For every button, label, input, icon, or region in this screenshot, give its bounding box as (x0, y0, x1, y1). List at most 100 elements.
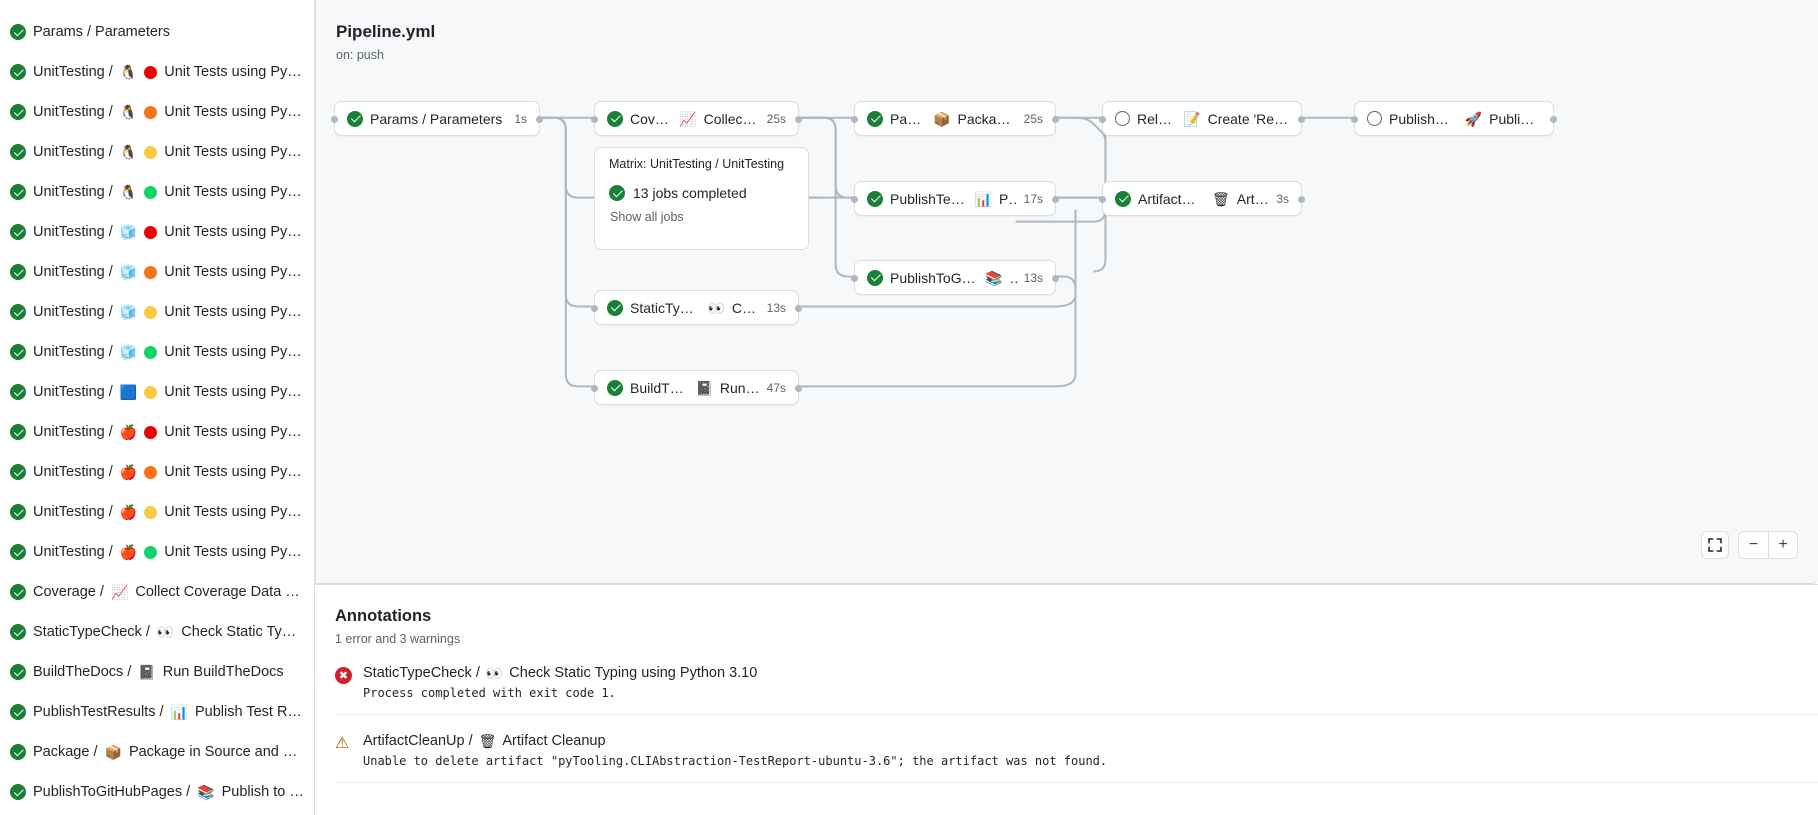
sidebar-item[interactable]: PublishToGitHubPages / 📚Publish to G... (0, 772, 314, 812)
success-check-icon (10, 544, 26, 560)
success-check-icon (609, 185, 625, 201)
node-step-name: Package in So... (957, 110, 1017, 127)
node-input-port (851, 196, 858, 203)
sidebar-item[interactable]: Params / Parameters (0, 12, 314, 52)
sidebar-item-label: UnitTesting / (33, 384, 113, 400)
trigger-event: on: push (336, 48, 384, 62)
sidebar-item[interactable]: UnitTesting / 🐧Unit Tests using Pyth... (0, 52, 314, 92)
python-version-dot-icon (144, 145, 158, 159)
node-output-port (1052, 196, 1059, 203)
sidebar-item-name: Unit Tests using Pyth... (164, 144, 304, 160)
graph-zoom-controls[interactable]: − + (1701, 531, 1798, 559)
fit-to-screen-button[interactable] (1701, 531, 1729, 559)
node-duration: 25s (766, 111, 786, 126)
success-check-icon (10, 784, 26, 800)
annotations-list: ✖StaticTypeCheck / 👀Check Static Typing … (335, 646, 1818, 783)
graph-node-publish-test-results[interactable]: PublishTestResults / 📊Pu...17s (851, 181, 1059, 216)
sidebar-item-label: UnitTesting / (33, 104, 113, 120)
platform-emoji-icon: 🐧 (119, 184, 138, 200)
node-input-port (591, 305, 598, 312)
annotations-title: Annotations (335, 607, 432, 625)
matrix-group-unittesting[interactable]: Matrix: UnitTesting / UnitTesting 13 job… (594, 147, 809, 250)
success-check-icon (10, 504, 26, 520)
sidebar-item[interactable]: UnitTesting / 🧊Unit Tests using Pyth... (0, 212, 314, 252)
sidebar-item[interactable]: Package / 📦Package in Source and Wh... (0, 732, 314, 772)
success-check-icon (607, 379, 623, 396)
node-step-name: Publish to ... (1489, 110, 1541, 127)
node-duration: 3s (1276, 191, 1289, 206)
graph-node-coverage[interactable]: Coverage / 📈Collect Cove...25s (591, 101, 802, 136)
success-check-icon (1115, 190, 1131, 207)
success-check-icon (867, 190, 883, 207)
sidebar-item[interactable]: UnitTesting / 🐧Unit Tests using Pyth... (0, 132, 314, 172)
zoom-in-button[interactable]: + (1768, 531, 1798, 559)
sidebar-item[interactable]: UnitTesting / 🐧Unit Tests using Pyth... (0, 172, 314, 212)
sidebar-item-name: Unit Tests using Pyth... (164, 464, 304, 480)
zoom-buttons[interactable]: − + (1738, 531, 1798, 559)
node-output-port (795, 116, 802, 123)
sidebar-item[interactable]: UnitTesting / 🟦Unit Tests using Pyth... (0, 372, 314, 412)
sidebar-item-name: Unit Tests using Pyth... (164, 384, 304, 400)
sidebar-item[interactable]: BuildTheDocs / 📓Run BuildTheDocs (0, 652, 314, 692)
sidebar-item[interactable]: UnitTesting / 🧊Unit Tests using Pyth... (0, 292, 314, 332)
node-duration: 47s (766, 380, 786, 395)
node-label: Package / (890, 110, 926, 127)
node-emoji-icon: 📦 (933, 110, 951, 127)
graph-node-publish-to-github-pages[interactable]: PublishToGitHubPages / 📚...13s (851, 260, 1059, 295)
sidebar-item[interactable]: PublishTestResults / 📊Publish Test Resu.… (0, 692, 314, 732)
sidebar-item[interactable]: UnitTesting / 🍎Unit Tests using Pyth... (0, 492, 314, 532)
sidebar-item[interactable]: Coverage / 📈Collect Coverage Data usi... (0, 572, 314, 612)
sidebar-item[interactable]: UnitTesting / 🐧Unit Tests using Pyth... (0, 92, 314, 132)
platform-emoji-icon: 🧊 (119, 264, 138, 280)
node-input-port (1351, 116, 1358, 123)
sidebar-item[interactable]: UnitTesting / 🍎Unit Tests using Pyth... (0, 412, 314, 452)
node-emoji-icon: 👀 (707, 299, 725, 316)
node-duration: 17s (1023, 191, 1043, 206)
platform-emoji-icon: 🍎 (119, 544, 138, 560)
sidebar-item[interactable]: UnitTesting / 🧊Unit Tests using Pyth... (0, 332, 314, 372)
annotation-row[interactable]: ✖StaticTypeCheck / 👀Check Static Typing … (335, 646, 1818, 715)
node-step-name: Run Buil... (719, 379, 760, 396)
graph-node-build-the-docs[interactable]: BuildTheDocs / 📓Run Buil...47s (591, 370, 802, 405)
node-step-name: ... (1009, 269, 1017, 286)
sidebar-item-name: Unit Tests using Pyth... (164, 224, 304, 240)
annotation-job-name: StaticTypeCheck / (363, 665, 480, 681)
node-step-name: Pu... (998, 190, 1017, 207)
python-version-dot-icon (144, 105, 158, 119)
node-emoji-icon: 🗑 (1212, 190, 1230, 207)
sidebar-item-label: UnitTesting / (33, 464, 113, 480)
zoom-out-button[interactable]: − (1738, 531, 1768, 559)
sidebar-item[interactable]: StaticTypeCheck / 👀Check Static Typing..… (0, 612, 314, 652)
graph-node-static-type-check[interactable]: StaticTypeCheck / 👀Chec...13s (591, 290, 802, 325)
node-duration: 25s (1023, 111, 1043, 126)
node-input-port (331, 116, 338, 123)
node-emoji-icon: 📈 (679, 110, 697, 127)
sidebar-item[interactable]: UnitTesting / 🍎Unit Tests using Pyth... (0, 532, 314, 572)
graph-node-package[interactable]: Package / 📦 Package in So... 25s (851, 101, 1059, 136)
matrix-jobs-row[interactable]: 13 jobs completed (609, 185, 794, 201)
graph-node-release[interactable]: Release / 📝Create 'Release P... (1099, 101, 1305, 136)
success-check-icon (10, 704, 26, 720)
graph-canvas[interactable] (316, 0, 1818, 583)
graph-node-publish-on-pypi[interactable]: PublishOnPyPI / 🚀Publish to ... (1351, 101, 1557, 136)
annotation-emoji-icon: 👀 (485, 665, 504, 681)
platform-emoji-icon: 📓 (138, 664, 156, 680)
node-input-port (1099, 196, 1106, 203)
main-content: Pipeline.yml on: push (315, 0, 1818, 815)
sidebar-item-name: Unit Tests using Pyth... (164, 184, 304, 200)
node-duration: 1s (514, 111, 527, 126)
sidebar-item[interactable]: UnitTesting / 🧊Unit Tests using Pyth... (0, 252, 314, 292)
sidebar-item[interactable]: UnitTesting / 🍎Unit Tests using Pyth... (0, 452, 314, 492)
show-all-jobs-link[interactable]: Show all jobs (610, 210, 684, 224)
node-label: PublishToGitHubPages / (890, 269, 979, 286)
platform-emoji-icon: 🐧 (119, 64, 138, 80)
success-check-icon (10, 264, 26, 280)
sidebar-item-name: Unit Tests using Pyth... (164, 304, 304, 320)
graph-node-artifact-cleanup[interactable]: ArtifactCleanUp / 🗑Artifac...3s (1099, 181, 1305, 216)
success-check-icon (10, 184, 26, 200)
pipeline-graph-panel[interactable]: Pipeline.yml on: push (315, 0, 1818, 584)
